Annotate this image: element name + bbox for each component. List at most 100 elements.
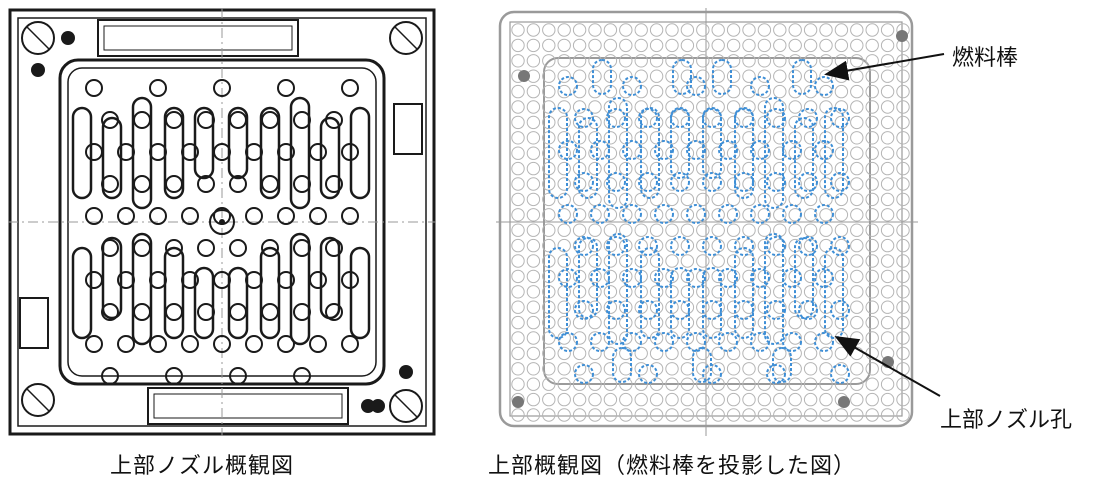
fuel-rod-projection [511, 208, 525, 222]
fuel-rod-arrow [824, 53, 945, 81]
flow-hole [261, 239, 279, 257]
fuel-rod-projection [619, 223, 633, 237]
bottom-bar-inner [153, 393, 343, 419]
fuel-rod-projection [880, 377, 895, 391]
fuel-rod-projection [880, 285, 895, 299]
fuel-rod-projection [834, 223, 849, 237]
flow-hole [149, 335, 167, 353]
fuel-rod-projection [526, 177, 541, 191]
flow-hole [309, 335, 327, 353]
fuel-rod-projection [834, 269, 849, 284]
fuel-rod-projection [619, 100, 633, 114]
fuel-rod-projection [773, 269, 787, 284]
fuel-rod-projection [865, 238, 879, 253]
fuel-rod-projection [896, 131, 910, 145]
fuel-rod-projection [526, 285, 541, 299]
fuel-rod-projection [572, 346, 587, 361]
fuel-rod-projection [865, 146, 879, 160]
fuel-rod-projection [572, 38, 587, 53]
fuel-rod-projection [711, 131, 725, 145]
fuel-rod-projection [773, 54, 787, 68]
nozzle-slot [702, 267, 722, 339]
nozzle-hole [798, 172, 818, 192]
nozzle-hole [574, 172, 594, 192]
fuel-rod-projection [665, 362, 679, 376]
fuel-rod-projection [680, 377, 695, 391]
nozzle-hole [558, 204, 578, 224]
fuel-rod-projection [726, 38, 741, 53]
slot-hole [101, 116, 123, 200]
fuel-rod-projection [526, 300, 541, 314]
fuel-rod-projection [773, 69, 787, 83]
fuel-rod-projection [742, 84, 756, 99]
fuel-rod-projection [619, 192, 633, 207]
fuel-rod-projection [649, 269, 664, 284]
fuel-rod-projection [557, 131, 571, 145]
fuel-rod-projection [542, 208, 556, 222]
fuel-rod-projection [680, 38, 695, 53]
fuel-rod-projection [865, 192, 879, 207]
fuel-rod-projection [634, 23, 648, 37]
fuel-rod-projection [603, 346, 618, 361]
nozzle-hole [830, 172, 850, 192]
nozzle-slot [640, 247, 660, 339]
fuel-rod-projection [773, 84, 787, 99]
fuel-rod-projection [511, 315, 525, 330]
fuel-rod-projection [803, 285, 818, 299]
fuel-rod-projection [557, 69, 571, 83]
fuel-rod-projection [896, 300, 910, 314]
bolt-hole [896, 30, 908, 42]
fuel-rod-projection [726, 346, 741, 361]
bolt-hole [61, 31, 75, 45]
fuel-rod-projection [526, 362, 541, 376]
fuel-rod-projection [850, 238, 864, 253]
fuel-rod-projection [649, 38, 664, 53]
fuel-rod-projection [542, 223, 556, 237]
fuel-rod-projection [711, 408, 725, 422]
nozzle-slot [578, 117, 598, 199]
fuel-rod-projection [773, 131, 787, 145]
nozzle-hole [734, 236, 754, 256]
fuel-rod-projection [526, 269, 541, 284]
fuel-rod-projection [880, 192, 895, 207]
fuel-rod-projection [526, 84, 541, 99]
fuel-rod-projection [588, 223, 602, 237]
fuel-rod-projection [896, 177, 910, 191]
fuel-rod-projection [572, 377, 587, 391]
fuel-rod-projection [619, 331, 633, 345]
nozzle-hole [670, 172, 690, 192]
fuel-rod-projection [619, 131, 633, 145]
slot-hole [349, 246, 371, 340]
fuel-rod-projection [850, 100, 864, 114]
fuel-rod-projection [542, 192, 556, 207]
fuel-rod-projection [511, 285, 525, 299]
fuel-rod-projection [788, 346, 802, 361]
fuel-rod-projection [865, 300, 879, 314]
fuel-rod-projection [665, 377, 679, 391]
fuel-rod-projection [726, 192, 741, 207]
corner-pin-slot [26, 388, 50, 412]
flow-hole [229, 239, 247, 257]
flow-hole [245, 335, 263, 353]
fuel-rod-projection [880, 208, 895, 222]
fuel-rod-projection [711, 346, 725, 361]
fuel-rod-projection [865, 131, 879, 145]
fuel-rod-projection [649, 208, 664, 222]
fuel-rod-projection [619, 408, 633, 422]
fuel-rod-projection [850, 131, 864, 145]
fuel-rod-projection [726, 223, 741, 237]
fuel-rod-projection [896, 392, 910, 407]
fuel-rod-projection [896, 192, 910, 207]
fuel-rod-projection [880, 223, 895, 237]
fuel-rod-projection [711, 254, 725, 268]
nozzle-hole [830, 236, 850, 256]
bolt-hole [838, 396, 850, 408]
fuel-rod-projection [880, 392, 895, 407]
corner-pin-slot [394, 394, 418, 418]
fuel-rod-projection [557, 377, 571, 391]
fuel-rod-projection [757, 84, 772, 99]
projected-fuel-rods-svg [496, 8, 918, 436]
fuel-rod-projection [511, 362, 525, 376]
nozzle-hole [798, 108, 818, 128]
corner-pin [21, 21, 55, 55]
